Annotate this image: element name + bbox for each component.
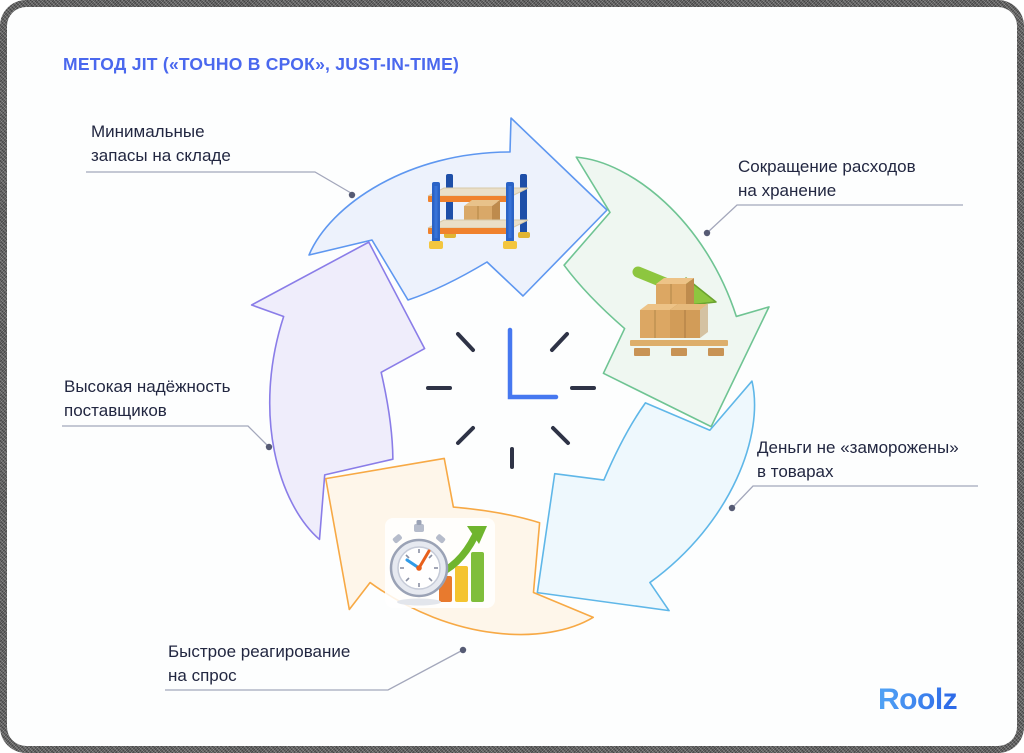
connector-dot <box>348 191 356 199</box>
connector-dot <box>728 504 736 512</box>
page-title: МЕТОД JIT («ТОЧНО В СРОК», JUST-IN-TIME) <box>63 54 460 74</box>
connector-dot <box>265 443 273 451</box>
boxes-pallet-icon <box>630 266 728 356</box>
label-supplier-reliability: Высокая надёжность поставщиков <box>64 377 231 420</box>
clock-icon <box>426 327 596 469</box>
connector-dot <box>703 229 711 237</box>
clock-hands <box>507 327 559 400</box>
arrow-money-flow <box>536 380 756 612</box>
connector-storage-costs <box>707 204 963 233</box>
connector-lines <box>62 171 978 691</box>
label-minimal-stock: Минимальные запасы на складе <box>91 122 231 165</box>
arrow-supplier-reliability <box>250 241 426 541</box>
warehouse-rack-icon <box>427 174 530 249</box>
label-storage-costs: Сокращение расходов на хранение <box>738 157 916 200</box>
connector-supplier <box>62 425 269 447</box>
roolz-logo: Roolz <box>878 683 958 716</box>
connector-dot <box>459 646 467 654</box>
connector-money <box>732 485 978 508</box>
label-fast-response: Быстрое реагирование на спрос <box>168 642 351 685</box>
connector-min-stock <box>86 171 352 194</box>
stopwatch-chart-icon <box>385 518 495 608</box>
label-money-not-frozen: Деньги не «заморожены» в товарах <box>757 438 959 481</box>
connector-fast-response <box>165 650 462 691</box>
arrow-minimal-stock <box>308 117 608 301</box>
